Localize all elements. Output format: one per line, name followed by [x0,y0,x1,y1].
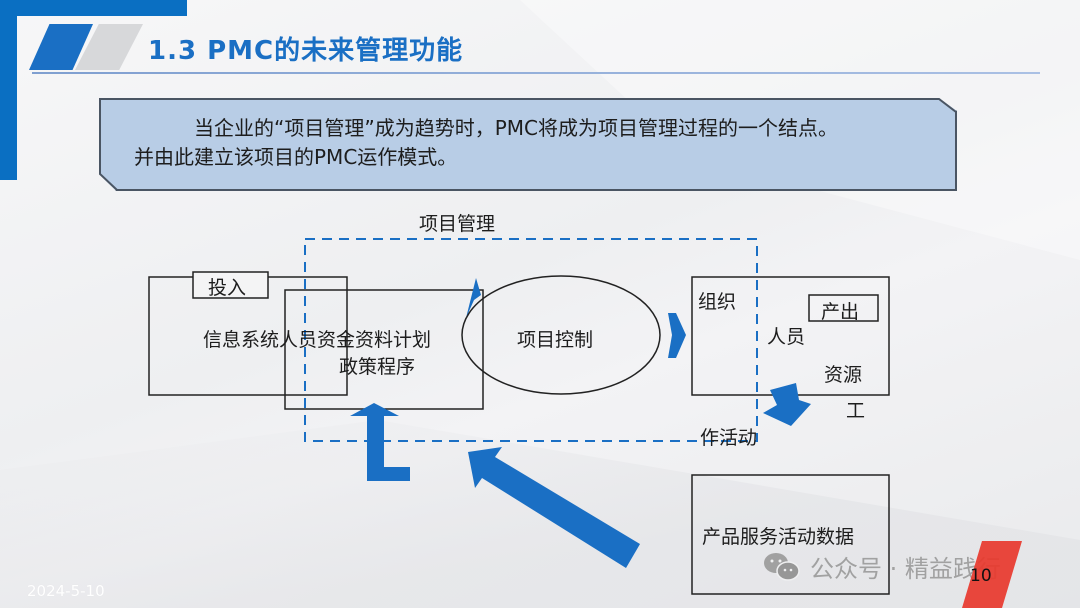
right-arrow-icon [668,313,686,358]
small-up-arrow-icon [466,278,481,318]
callout-text: 当企业的“项目管理”成为趋势时，PMC将成为项目管理过程的一个结点。 并由此建立… [134,114,944,172]
output-people-label: 人员 [767,326,806,348]
callout-line-1: 当企业的“项目管理”成为趋势时，PMC将成为项目管理过程的一个结点。 [194,116,839,140]
page-number-badge [962,541,1022,608]
output-tag-label: 产出 [821,301,860,323]
down-arrow-icon [763,383,811,426]
output-org-label: 组织 [698,291,737,313]
control-ellipse-text: 项目控制 [517,329,594,351]
project-mgmt-boundary [304,238,758,442]
page-number: 10 [970,566,992,586]
corner-frame-top [0,0,187,16]
input-box-text: 信息系统人员资金资料计划 [203,329,432,351]
callout-border [99,98,957,191]
title-divider [32,72,1040,74]
output-tag-box [808,294,879,322]
output-resources-label: 资源 [824,364,863,386]
data-box [691,474,890,595]
slide-date: 2024-5-10 [27,582,105,600]
callout-line-2: 并由此建立该项目的PMC运作模式。 [134,145,458,169]
control-ellipse [461,275,661,395]
policy-box-text: 政策程序 [339,356,416,378]
data-box-text: 产品服务活动数据 [702,526,855,548]
slide-title: 1.3 PMC的未来管理功能 [148,36,464,66]
input-tag-label: 投入 [208,277,247,299]
corner-frame-left [0,0,17,180]
input-tag-box [192,271,269,299]
watermark: 公众号 · 精益践行 [762,549,1001,584]
project-mgmt-label: 项目管理 [419,213,496,235]
watermark-text: 公众号 · 精益践行 [810,555,1001,583]
wechat-icon [764,552,800,581]
diagonal-arrow-icon [468,447,640,568]
feedback-up-arrow-icon [350,403,410,481]
output-activity-label: 作活动 [700,427,758,449]
output-work-label: 工 [846,400,866,422]
